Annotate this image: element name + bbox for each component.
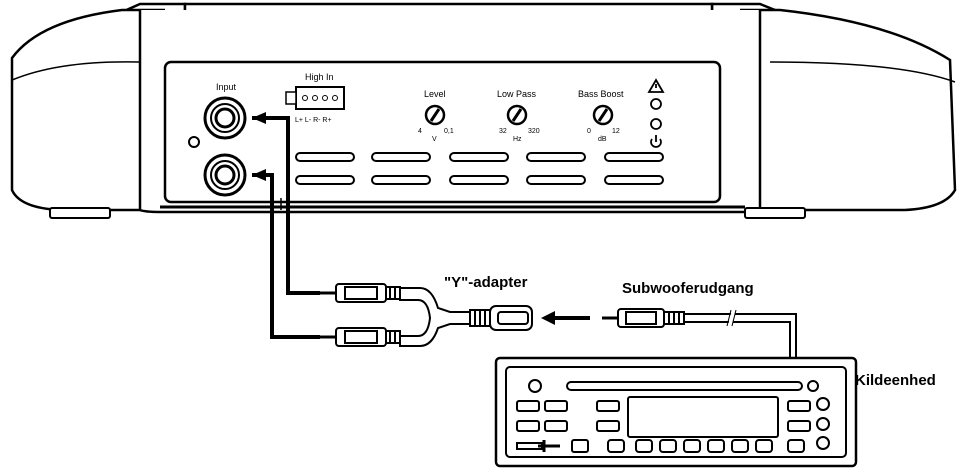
high-in-label: High In — [305, 72, 334, 82]
indicator-column — [647, 78, 665, 148]
bass-boost-knob: Bass Boost 0 12 dB — [578, 89, 624, 143]
sub-out-label: Subwooferudgang — [622, 280, 754, 297]
svg-text:V: V — [432, 136, 437, 143]
level-knob: Level 4 0,1 V — [418, 89, 454, 143]
low-pass-knob: Low Pass 32 320 Hz — [497, 89, 540, 143]
source-unit-label: Kildeenhed — [855, 372, 936, 389]
input-label: Input — [216, 82, 237, 92]
rca-jack-top — [203, 96, 247, 140]
svg-text:0,1: 0,1 — [444, 128, 454, 135]
svg-text:32: 32 — [499, 128, 507, 135]
svg-text:Low Pass: Low Pass — [497, 89, 537, 99]
high-in-connector — [285, 86, 345, 110]
rca-jack-bottom — [203, 153, 247, 197]
svg-text:Hz: Hz — [513, 136, 522, 143]
warning-icon — [647, 78, 665, 93]
mount-hole — [188, 136, 200, 148]
cables — [252, 112, 320, 339]
sub-out-plug — [602, 308, 797, 358]
svg-text:320: 320 — [528, 128, 540, 135]
status-led-icon — [650, 98, 662, 110]
svg-text:Level: Level — [424, 89, 446, 99]
svg-text:0: 0 — [587, 128, 591, 135]
y-adapter-label: "Y"-adapter — [444, 274, 528, 291]
connect-arrow-icon — [541, 311, 555, 325]
high-in-pins: L+ L- R- R+ — [295, 117, 332, 124]
svg-text:4: 4 — [418, 128, 422, 135]
svg-text:Bass Boost: Bass Boost — [578, 89, 624, 99]
y-adapter — [320, 283, 533, 347]
vent-slots — [295, 152, 664, 185]
svg-text:12: 12 — [612, 128, 620, 135]
head-unit — [494, 356, 858, 468]
svg-text:dB: dB — [598, 136, 607, 143]
status-led-icon — [650, 118, 662, 130]
power-icon — [650, 138, 662, 148]
amplifier — [10, 2, 957, 219]
